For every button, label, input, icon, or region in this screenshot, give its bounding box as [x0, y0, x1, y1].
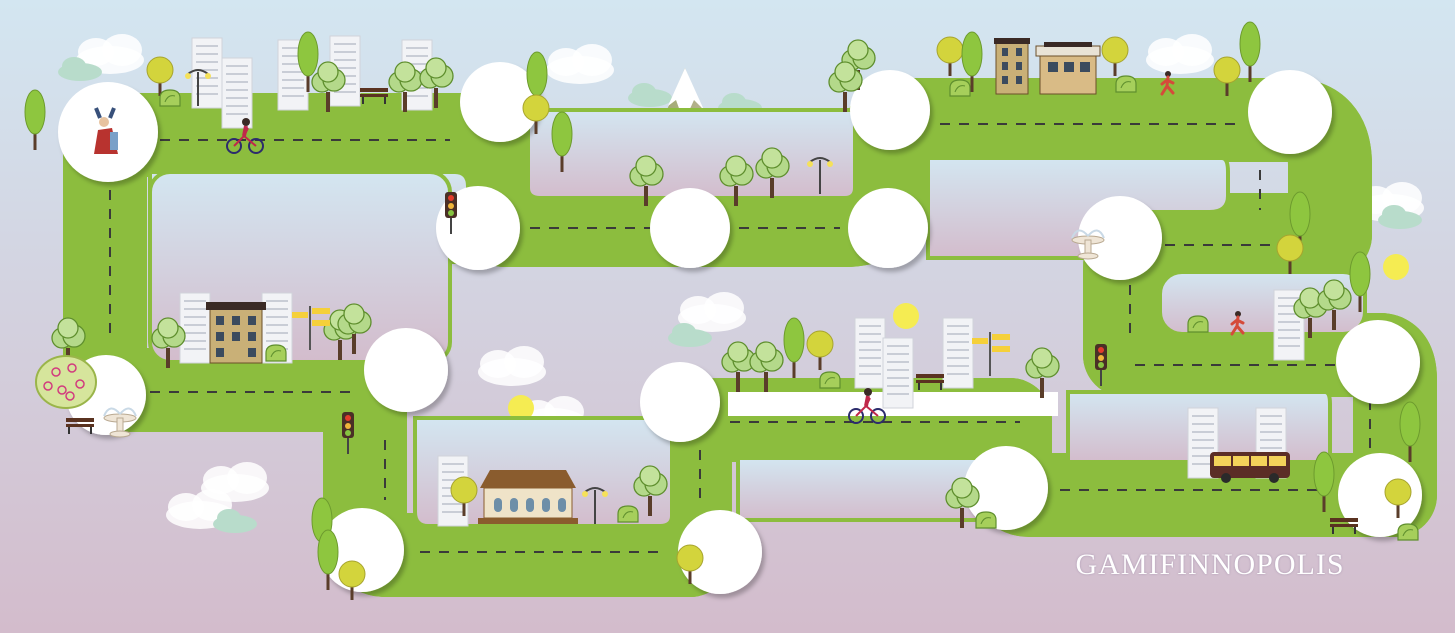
bus-icon: [1210, 452, 1290, 483]
board-nodes: [58, 62, 1422, 594]
game-title: GAMIFINNOPOLIS: [1075, 548, 1345, 581]
hero-figure-icon: [94, 107, 118, 154]
flower-bush-icon: [35, 355, 97, 409]
building-icon: [179, 35, 1305, 527]
